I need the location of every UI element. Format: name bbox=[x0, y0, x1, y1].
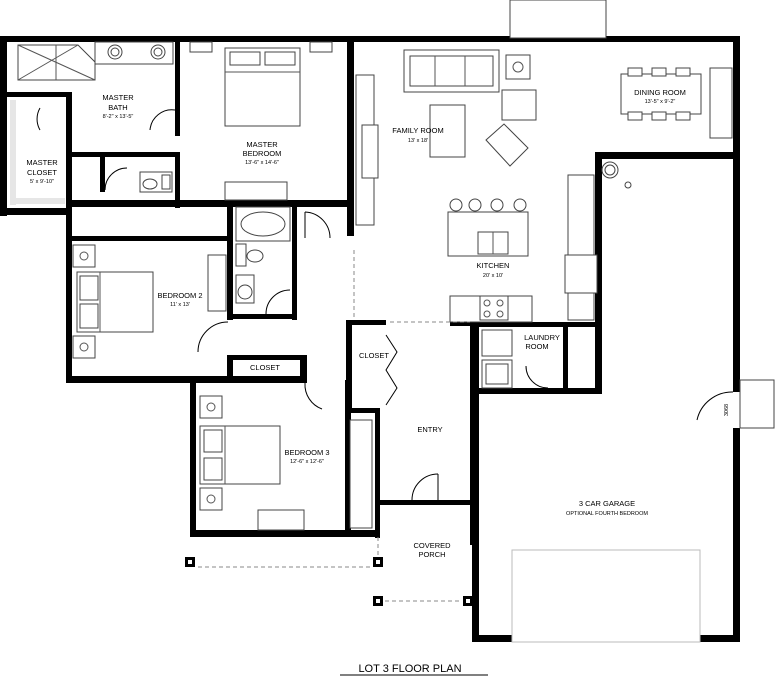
master-bath-fixtures bbox=[17, 41, 176, 193]
bedroom-3-furniture bbox=[199, 382, 323, 531]
porch-label-1: COVERED bbox=[413, 541, 451, 550]
master-bedroom-label-2: BEDROOM bbox=[243, 149, 282, 158]
closet-label-entry: CLOSET bbox=[359, 351, 389, 360]
garage-sub: OPTIONAL FOURTH BEDROOM bbox=[566, 511, 648, 517]
dining-room-label: DINING ROOM bbox=[634, 88, 686, 97]
master-bedroom-size: 13'-6" x 14'-6" bbox=[245, 160, 279, 166]
family-room-label: FAMILY ROOM bbox=[392, 126, 443, 135]
bedroom-3-label: BEDROOM 3 bbox=[284, 448, 329, 457]
kitchen-label: KITCHEN bbox=[477, 261, 510, 270]
master-bath-size: 8'-2" x 13'-5" bbox=[103, 114, 134, 120]
master-bedroom-furniture bbox=[189, 41, 333, 201]
master-closet-size: 5' x 9'-10" bbox=[30, 179, 54, 185]
laundry-fixtures bbox=[481, 329, 549, 389]
entry-label: ENTRY bbox=[417, 425, 442, 434]
master-closet-shelf-bottom bbox=[10, 198, 65, 204]
door-tag: 3068 bbox=[724, 404, 730, 416]
master-bath-label-2: BATH bbox=[108, 103, 127, 112]
laundry-label-2: ROOM bbox=[525, 342, 548, 351]
dining-furniture bbox=[509, 0, 733, 139]
bedroom-2-furniture bbox=[72, 244, 229, 359]
garage-label: 3 CAR GARAGE bbox=[579, 499, 635, 508]
master-closet-label-1: MASTER bbox=[26, 158, 58, 167]
family-room-furniture bbox=[355, 49, 537, 226]
bedroom-2-size: 11' x 13' bbox=[170, 302, 190, 308]
bedroom-3-size: 12'-6" x 12'-6" bbox=[290, 459, 324, 465]
master-bath-label-1: MASTER bbox=[102, 93, 134, 102]
hall-details bbox=[304, 211, 470, 529]
master-closet-shelf bbox=[10, 100, 16, 205]
hall-bath-fixtures bbox=[235, 206, 291, 315]
walls bbox=[0, 36, 740, 642]
master-closet-label-2: CLOSET bbox=[27, 168, 57, 177]
porch-label-2: PORCH bbox=[418, 550, 445, 559]
porch-posts bbox=[185, 537, 473, 606]
kitchen-fixtures bbox=[447, 161, 632, 323]
dining-room-size: 13'-5" x 9'-2" bbox=[645, 99, 676, 105]
plan-title: LOT 3 FLOOR PLAN bbox=[358, 663, 461, 675]
bedroom-2-label: BEDROOM 2 bbox=[157, 291, 202, 300]
laundry-label-1: LAUNDRY bbox=[524, 333, 560, 342]
kitchen-size: 20' x 10' bbox=[483, 273, 503, 279]
family-room-size: 13' x 18' bbox=[408, 138, 428, 144]
master-bedroom-label-1: MASTER bbox=[246, 140, 278, 149]
room-labels: MASTER BATH 8'-2" x 13'-5" MASTER BEDROO… bbox=[26, 88, 730, 559]
garage-details bbox=[511, 379, 775, 643]
closet-label-hall: CLOSET bbox=[250, 363, 280, 372]
